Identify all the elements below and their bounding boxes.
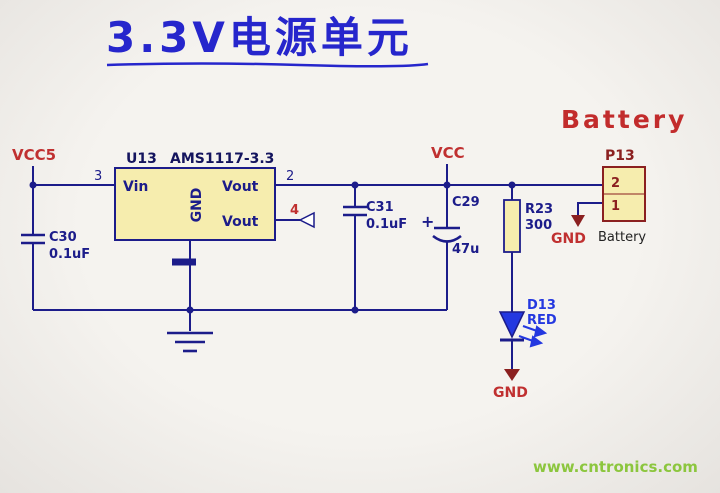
junction-dot [351, 306, 359, 314]
d13-ref: D13 [527, 298, 556, 313]
regulator-pin4-number: 4 [290, 203, 299, 218]
wires [32, 164, 603, 369]
resistor-r23-body [503, 199, 521, 253]
capacitor-c31-symbol [343, 205, 367, 217]
regulator-pin-vout-bottom-label: Vout [222, 214, 259, 230]
r23-value: 300 [525, 218, 552, 233]
capacitor-c30-symbol [21, 233, 45, 245]
pin4-net-arrow [298, 211, 315, 229]
connector-pin2-number: 2 [611, 176, 620, 191]
connector-pin1-number: 1 [611, 199, 620, 214]
junction-dot [29, 181, 37, 189]
regulator-pin3-number: 3 [94, 169, 102, 184]
battery-small-label: Battery [598, 230, 646, 245]
c29-ref: C29 [452, 195, 480, 210]
net-label-vcc5: VCC5 [12, 146, 56, 164]
junction-dot [443, 181, 451, 189]
led-emission-arrows [518, 325, 548, 348]
watermark: www.cntronics.com [533, 458, 698, 476]
title-underline [106, 62, 429, 68]
c29-polarity-plus: + [421, 212, 434, 231]
led-arrow-2 [518, 335, 534, 342]
battery-heading: Battery [561, 105, 687, 134]
c29-value: 47u [452, 242, 479, 257]
junction-dots [29, 181, 516, 314]
c30-ref: C30 [49, 230, 77, 245]
regulator-pin-gnd-label: GND [189, 188, 205, 223]
regulator-body [114, 167, 276, 241]
regulator-pin2-number: 2 [286, 169, 294, 184]
page-title: 3.3V电源单元 [106, 13, 413, 62]
led-arrow-1 [522, 325, 538, 332]
p13-ref: P13 [605, 148, 635, 164]
led-arrow-2-head [529, 335, 544, 348]
junction-dot [186, 306, 194, 314]
wire-pin1-stub [577, 202, 603, 215]
regulator-part: AMS1117-3.3 [170, 151, 274, 167]
battery-gnd-label: GND [551, 231, 586, 247]
c30-value: 0.1uF [49, 247, 90, 262]
regulator-pin-vin-label: Vin [123, 179, 148, 195]
regulator-pin-vout-top-label: Vout [222, 179, 259, 195]
c31-value: 0.1uF [366, 217, 407, 232]
r23-ref: R23 [525, 202, 553, 217]
led-triangle [498, 311, 526, 339]
c29-plate-curved [432, 234, 462, 243]
junction-dot [351, 181, 359, 189]
regulator-ref: U13 [126, 151, 157, 167]
led-gnd-label: GND [493, 385, 528, 401]
led-arrow-1-head [533, 325, 548, 338]
junction-dot [508, 181, 516, 189]
led-gnd-arrow [504, 369, 520, 381]
d13-value: RED [527, 313, 557, 328]
net-label-vcc: VCC [431, 144, 465, 162]
c31-ref: C31 [366, 200, 394, 215]
ground-symbol [167, 331, 213, 353]
battery-gnd-arrow [571, 215, 585, 227]
capacitor-c29-symbol [432, 226, 462, 243]
